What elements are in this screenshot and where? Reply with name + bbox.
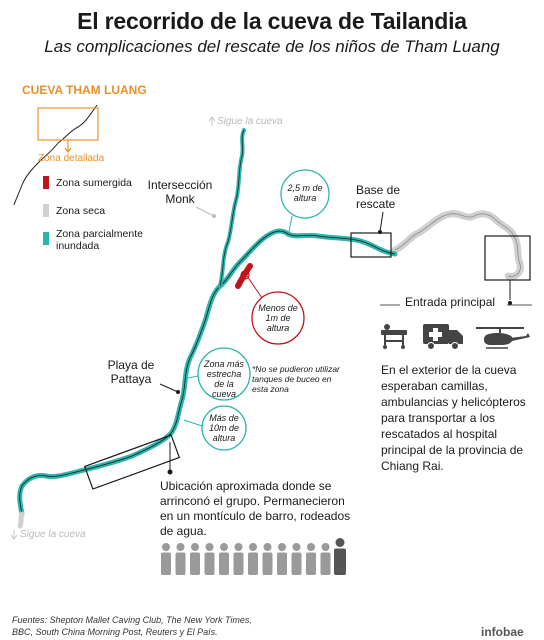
callout-circle-narrowest: [197, 347, 251, 401]
overview-map: [13, 104, 99, 206]
callout-text-1m: Menos de 1m de altura: [258, 303, 298, 333]
rescue-base-box: [350, 232, 392, 258]
boy-figure-icon: [175, 543, 186, 575]
callout-circle-10m: [201, 405, 247, 451]
boy-figure-icon: [306, 543, 316, 575]
sources-note: Fuentes: Shepton Mallet Caving Club, The…: [12, 615, 252, 637]
legend-label-submerged: Zona sumergida: [56, 177, 132, 189]
boy-figure-icon: [219, 543, 229, 575]
group-location-box: [83, 434, 181, 490]
brand-logo: infobae: [481, 625, 524, 639]
overview-heading: CUEVA THAM LUANG: [22, 83, 147, 97]
boy-figure-icon: [320, 543, 331, 575]
legend-swatch-flooded: [43, 232, 49, 245]
ambulance-icon: [423, 324, 463, 350]
rescue-info-text: En el exterior de la cueva esperaban cam…: [381, 363, 526, 473]
continue-cave-label-bottom: Sigue la cueva: [20, 529, 86, 540]
page-subtitle: Las complicaciones del rescate de los ni…: [44, 37, 500, 56]
arrow-down-icon: [64, 147, 72, 153]
boy-figure-icon: [190, 543, 200, 575]
stretcher-icon: [381, 324, 407, 349]
dry-tail: [17, 511, 25, 529]
main-entrance-label: Entrada principal: [405, 295, 496, 309]
detail-area-label: Zona detallada: [38, 153, 105, 164]
group-location-text: Ubicación aproximada donde se arrinconó …: [160, 479, 351, 538]
callout-text-10m: Más de 10m de altura: [208, 413, 240, 443]
callout-circle-1m: [251, 291, 305, 345]
legend-label-dry: Zona seca: [56, 205, 106, 217]
intersection-monk-label: Intersección Monk: [147, 178, 213, 206]
callout-circle-25m: [280, 169, 330, 219]
arrow-down-icon: [10, 530, 18, 540]
arrow-up-icon: [208, 116, 216, 126]
boy-figure-icon: [233, 543, 244, 575]
callout-text-narrowest: Zona más estrecha de la cueva: [203, 359, 245, 399]
group-people: [161, 538, 346, 575]
boy-figure-icon: [161, 543, 171, 575]
boy-figure-icon: [204, 543, 215, 575]
callout-text-25m: 2,5 m de altura: [287, 183, 323, 203]
continue-cave-label-top: Sigue la cueva: [217, 116, 283, 127]
overview-cave-line: [13, 104, 98, 206]
boy-figure-icon: [262, 543, 273, 575]
page-title: El recorrido de la cueva de Tailandia: [77, 8, 467, 34]
helicopter-icon: [476, 327, 530, 349]
legend-label-flooded: Zona parcialmente inundada: [56, 228, 143, 252]
boy-figure-icon: [248, 543, 258, 575]
legend-swatch-submerged: [43, 176, 49, 189]
boy-figure-icon: [291, 543, 302, 575]
legend-swatch-dry: [43, 204, 49, 217]
pattaya-beach-label: Playa de Pattaya: [107, 358, 155, 386]
entrance-box: [484, 235, 531, 281]
boy-figure-icon: [277, 543, 287, 575]
adult-figure-icon: [334, 538, 346, 575]
rescue-base-label: Base de rescate: [356, 183, 401, 211]
dry-cave-section: [391, 210, 524, 280]
submerged-segment: [235, 263, 253, 289]
no-tanks-note: *No se pudieron utilizar tanques de buce…: [252, 364, 340, 394]
